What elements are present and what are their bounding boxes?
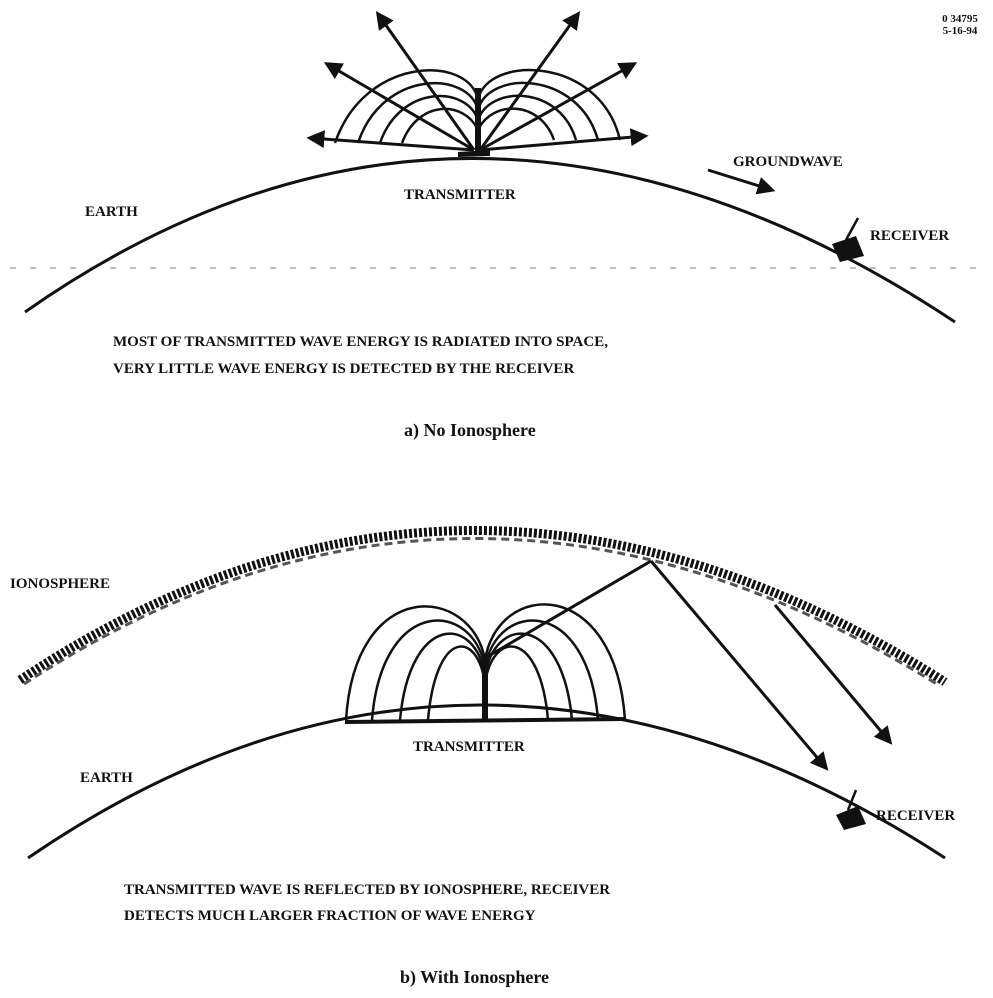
reflected-ray <box>485 561 826 768</box>
figure-id-line1: 0 34795 <box>942 13 978 25</box>
earth-label-b: EARTH <box>80 770 133 786</box>
caption-a-line2: VERY LITTLE WAVE ENERGY IS DETECTED BY T… <box>113 361 574 377</box>
field-lines-left-b <box>346 606 485 720</box>
earth-surface-b <box>28 705 945 858</box>
ionosphere-label: IONOSPHERE <box>10 576 110 592</box>
receiver-label-b: RECEIVER <box>876 808 955 824</box>
field-lines-right-b <box>485 604 625 720</box>
transmitter-label-b: TRANSMITTER <box>413 739 525 755</box>
panel-a: EARTH TRANSMITTER GROUNDWAVE RECEIVER MO… <box>10 14 985 441</box>
groundwave-arrow <box>708 170 772 190</box>
groundwave-label: GROUNDWAVE <box>733 154 843 170</box>
figure-id-line2: 5-16-94 <box>943 25 978 37</box>
receiver-label-a: RECEIVER <box>870 228 949 244</box>
earth-surface-a <box>25 158 955 322</box>
caption-b-line2: DETECTS MUCH LARGER FRACTION OF WAVE ENE… <box>124 908 536 924</box>
transmitter-label-a: TRANSMITTER <box>404 187 516 203</box>
panel-b: IONOSPHERE EARTH TRANSMITTER RECEIVER TR… <box>10 530 955 988</box>
earth-label-a: EARTH <box>85 204 138 220</box>
subtitle-b: b) With Ionosphere <box>400 967 549 988</box>
caption-a-line1: MOST OF TRANSMITTED WAVE ENERGY IS RADIA… <box>113 334 608 350</box>
caption-b-line1: TRANSMITTED WAVE IS REFLECTED BY IONOSPH… <box>124 882 610 898</box>
subtitle-a: a) No Ionosphere <box>404 420 536 441</box>
field-lines-right-a <box>478 70 620 140</box>
receiver-a <box>832 218 864 262</box>
